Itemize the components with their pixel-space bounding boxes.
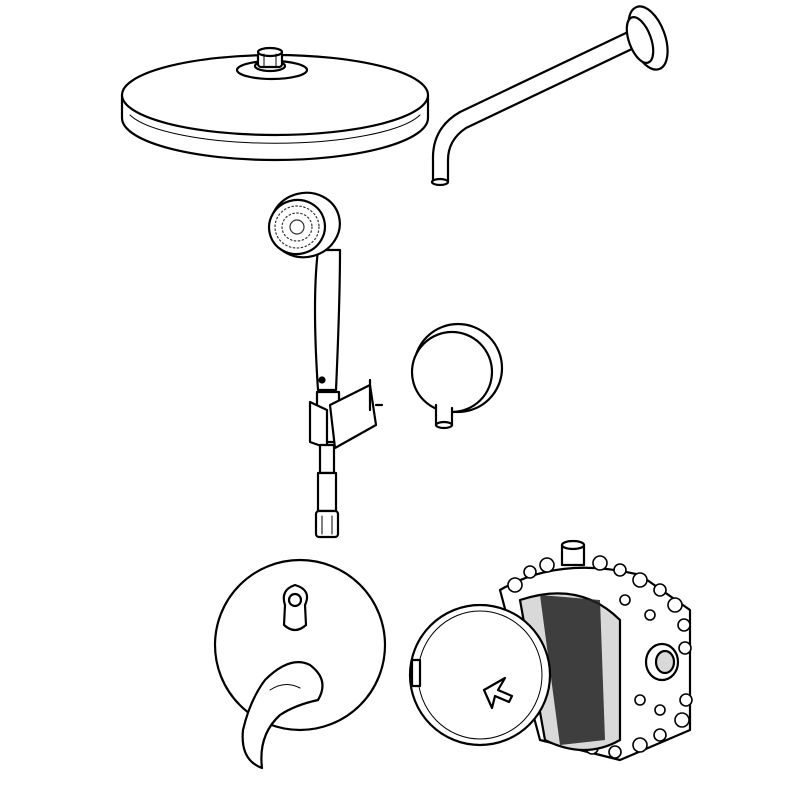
drawing-stroke <box>667 597 683 613</box>
drawing-stroke <box>540 595 605 745</box>
drawing-stroke <box>619 594 631 606</box>
drawing-stroke <box>677 618 691 632</box>
drawing-stroke <box>256 46 284 58</box>
drawing-stroke <box>632 572 648 588</box>
drawing-stroke <box>608 745 622 759</box>
drawing-stroke <box>523 565 537 579</box>
valve-cover <box>408 603 552 747</box>
hose-connector <box>314 443 340 539</box>
drawing-stroke <box>434 420 454 430</box>
drawing-stroke <box>430 177 450 187</box>
hand-shower-holder <box>308 378 384 450</box>
drawing-stroke <box>678 641 692 655</box>
shower-arm <box>430 5 669 187</box>
drawing-stroke <box>410 658 422 688</box>
drawing-stroke <box>674 712 690 728</box>
drawing-stroke <box>634 694 646 706</box>
drawing-stroke <box>269 684 301 691</box>
drawing-stroke <box>289 219 305 235</box>
drawing-stroke <box>507 577 523 593</box>
drawing-stroke <box>313 248 342 392</box>
drawing-stroke <box>632 737 648 753</box>
drawing-stroke <box>316 471 338 513</box>
rough-in-valve-body <box>408 539 693 762</box>
mixer-lever <box>241 661 324 770</box>
drawing-stroke <box>654 704 666 716</box>
drawing-stroke <box>679 693 693 707</box>
drawing-stroke <box>560 539 586 551</box>
drawing-stroke <box>613 563 627 577</box>
drawing-stroke <box>213 558 387 732</box>
drawing-stroke <box>625 16 655 64</box>
drawing-stroke <box>308 400 329 450</box>
top-inlet <box>560 539 586 567</box>
drawing-stroke <box>431 30 636 184</box>
drawing-stroke <box>653 583 667 597</box>
trim-plate <box>213 558 387 770</box>
hand-shower <box>267 191 342 392</box>
drawing-stroke <box>410 330 494 414</box>
drawing-stroke <box>539 557 555 573</box>
drawing-stroke <box>314 509 340 539</box>
drawing-stroke <box>318 376 326 384</box>
arrow-icon <box>482 676 514 710</box>
drawing-stroke <box>592 555 608 571</box>
drawing-stroke <box>644 609 656 621</box>
drawing-stroke <box>328 383 378 450</box>
drawing-stroke <box>287 592 303 608</box>
overhead-shower-head <box>120 46 430 162</box>
wall-outlet-elbow <box>410 322 504 430</box>
drawing-stroke <box>318 443 336 475</box>
side-outlet <box>644 642 680 682</box>
drawing-stroke <box>654 649 676 675</box>
drawing-stroke <box>129 114 421 144</box>
diverter-knob <box>282 583 309 632</box>
drawing-stroke <box>507 555 693 759</box>
drawing-stroke <box>653 728 667 742</box>
